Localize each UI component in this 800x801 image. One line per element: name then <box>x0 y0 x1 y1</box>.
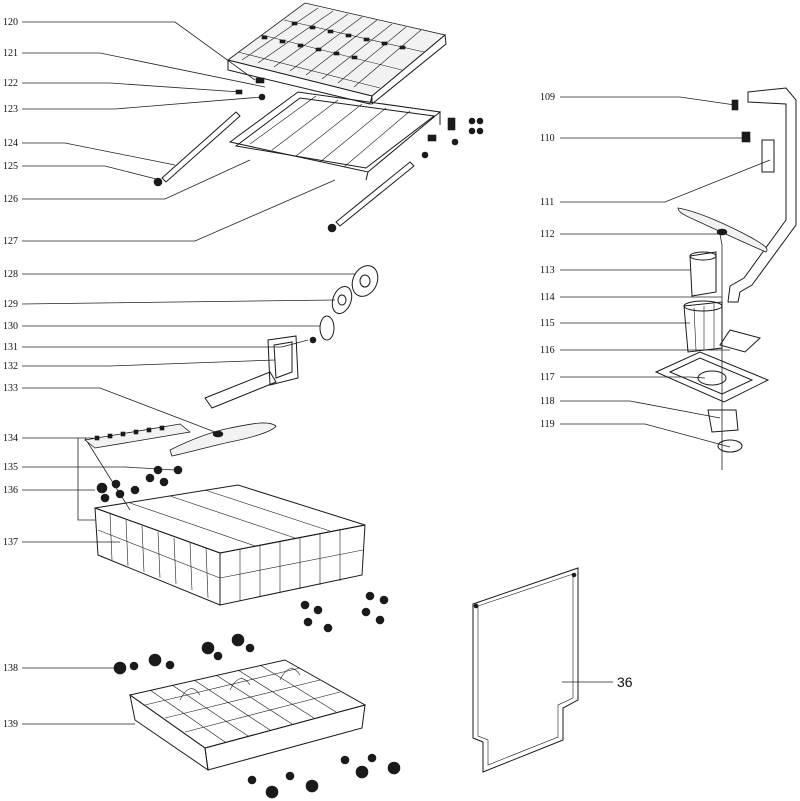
side-panel <box>472 567 579 773</box>
label-130: 130 <box>3 321 18 332</box>
upper-basket <box>94 484 389 633</box>
lower-basket <box>128 659 401 799</box>
label-135: 135 <box>3 462 18 473</box>
label-136: 136 <box>3 485 18 496</box>
label-133: 133 <box>3 383 18 394</box>
label-124: 124 <box>3 138 18 149</box>
water-connectors <box>267 265 379 386</box>
sump-assembly <box>654 351 770 453</box>
label-36: 36 <box>617 674 633 690</box>
callout-labels: 120 121 122 123 124 125 126 127 128 129 … <box>3 17 633 730</box>
label-116: 116 <box>540 345 555 356</box>
label-128: 128 <box>3 269 18 280</box>
label-134: 134 <box>3 433 18 444</box>
label-120: 120 <box>3 17 18 28</box>
leader-lines-right <box>560 96 771 683</box>
label-112: 112 <box>540 229 555 240</box>
label-125: 125 <box>3 161 18 172</box>
label-122: 122 <box>3 78 18 89</box>
rack-rails <box>153 111 415 233</box>
label-117: 117 <box>540 372 555 383</box>
label-138: 138 <box>3 663 18 674</box>
label-123: 123 <box>3 104 18 115</box>
label-114: 114 <box>540 292 555 303</box>
upper-basket-wheels <box>96 465 183 503</box>
label-127: 127 <box>3 236 18 247</box>
label-139: 139 <box>3 719 18 730</box>
upper-cutlery-tray <box>227 2 447 106</box>
lower-spray-arm <box>169 371 277 457</box>
label-131: 131 <box>3 342 18 353</box>
label-137: 137 <box>3 537 18 548</box>
filter-assembly <box>683 251 762 353</box>
label-110: 110 <box>540 133 555 144</box>
label-121: 121 <box>3 48 18 59</box>
cutlery-holder-strip <box>84 423 191 449</box>
upper-rack-frame <box>228 91 484 181</box>
label-109: 109 <box>540 92 555 103</box>
label-118: 118 <box>540 396 555 407</box>
label-129: 129 <box>3 299 18 310</box>
label-115: 115 <box>540 318 555 329</box>
lower-basket-wheels <box>113 633 255 675</box>
label-113: 113 <box>540 265 555 276</box>
label-126: 126 <box>3 194 18 205</box>
water-supply-pipe <box>727 87 797 303</box>
label-119: 119 <box>540 419 555 430</box>
label-132: 132 <box>3 361 18 372</box>
label-111: 111 <box>540 197 554 208</box>
leader-lines-left <box>21 21 355 725</box>
upper-spray-arm <box>677 207 768 253</box>
